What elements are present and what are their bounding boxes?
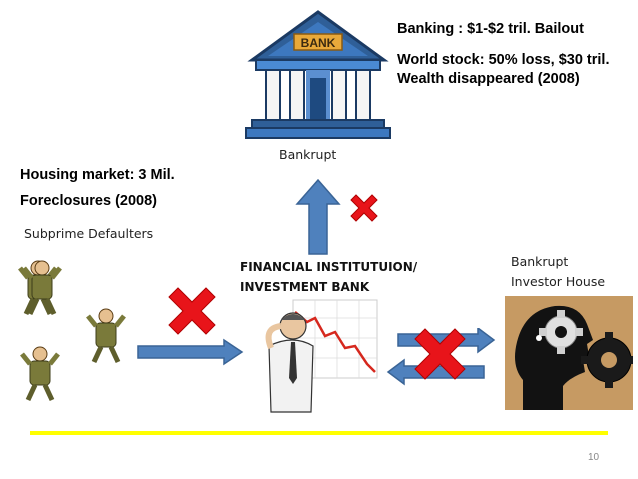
financial-institution-label: FINANCIAL INSTITUTUION/ INVESTMENT BANK bbox=[240, 257, 440, 297]
subprime-label: Subprime Defaulters bbox=[24, 226, 154, 241]
fin-line-2: INVESTMENT BANK bbox=[240, 280, 370, 294]
fin-line-1: FINANCIAL INSTITUTUION/ bbox=[240, 260, 418, 274]
bank-bankrupt-label: Bankrupt bbox=[279, 147, 337, 162]
page-number: 10 bbox=[588, 452, 600, 463]
bank-sign-text: BANK bbox=[301, 36, 336, 50]
investor-gears-icon bbox=[505, 296, 633, 410]
distressed-people-icon bbox=[18, 258, 138, 418]
cross-icon bbox=[414, 328, 466, 380]
right-arrow-icon bbox=[137, 338, 244, 366]
stressed-banker-chart-icon bbox=[265, 299, 378, 413]
cross-icon bbox=[350, 194, 378, 222]
cross-icon bbox=[168, 287, 216, 335]
bailout-text: Banking : $1-$2 tril. Bailout bbox=[397, 21, 584, 37]
stock-loss-text: World stock: 50% loss, $30 tril. Wealth … bbox=[397, 52, 610, 87]
investor-line-2: Investor House bbox=[511, 274, 606, 289]
bank-facts: Banking : $1-$2 tril. Bailout World stoc… bbox=[397, 20, 627, 101]
investor-house-label: Bankrupt Investor House bbox=[511, 252, 605, 292]
yellow-divider bbox=[30, 431, 608, 435]
bank-building-icon: BANK bbox=[245, 10, 391, 139]
housing-line-1: Housing market: 3 Mil. bbox=[20, 167, 175, 183]
housing-line-2: Foreclosures (2008) bbox=[20, 193, 158, 209]
investor-line-1: Bankrupt bbox=[511, 254, 569, 269]
housing-text: Housing market: 3 Mil. Foreclosures (200… bbox=[20, 162, 250, 214]
up-arrow-icon bbox=[295, 178, 341, 255]
